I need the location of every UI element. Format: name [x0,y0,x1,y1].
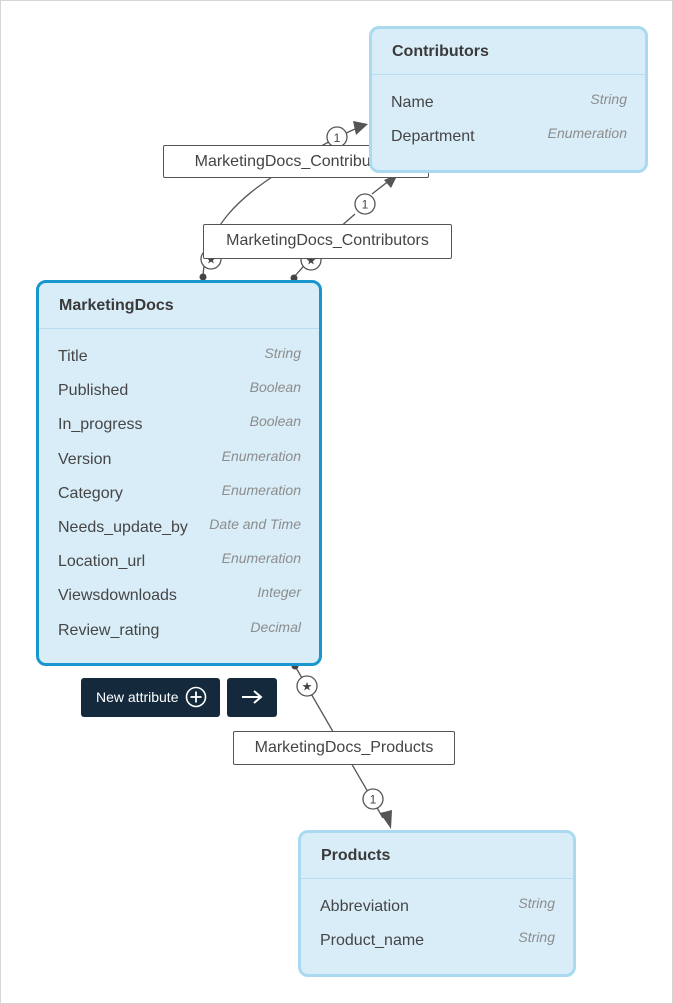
attribute-name: Product_name [320,932,425,950]
entity-contributors[interactable]: Contributors Name String Department Enum… [369,26,648,173]
attribute-type: Date and Time [209,515,301,532]
relation-label-products[interactable]: MarketingDocs_Products [233,731,455,765]
attribute-type: Boolean [249,413,301,430]
mult-to-products: 1 [370,793,377,807]
attribute-name: Needs_update_by [58,518,188,536]
mult-from-products: ★ [302,680,313,694]
attribute-type: Integer [257,584,301,601]
attribute-type: Boolean [249,379,301,396]
attribute-type: Enumeration [221,550,301,567]
entity-title: Contributors [372,29,645,75]
arrowhead-products [380,810,392,829]
attribute-type: Decimal [250,618,301,635]
attribute-name: Review_rating [58,621,160,639]
attribute-name: Name [391,94,434,111]
attribute-name: Department [391,128,475,146]
attribute-row[interactable]: Department Enumeration [372,119,645,153]
attribute-row[interactable]: Review_rating Decimal [39,613,319,647]
attribute-type: String [264,345,301,361]
attribute-type: Enumeration [547,125,627,142]
attribute-name: Category [58,484,123,502]
attribute-row[interactable]: Needs_update_by Date and Time [39,510,319,544]
attribute-name: In_progress [58,416,143,434]
attribute-row[interactable]: In_progress Boolean [39,407,319,441]
entity-title: Products [301,833,573,879]
arrow-right-icon [242,690,263,704]
attribute-type: String [518,895,555,911]
attribute-row[interactable]: Title String [39,339,319,373]
mult-to-contributors-a: 1 [334,131,341,145]
relation-label-contributors-b[interactable]: MarketingDocs_Contributors [203,224,452,259]
attribute-name: Version [58,450,112,468]
attribute-row[interactable]: Name String [372,85,645,119]
attribute-row[interactable]: Published Boolean [39,373,319,407]
attribute-type: Enumeration [221,447,301,464]
mult-from-contributors-a: ★ [206,253,217,267]
plus-circle-icon [185,686,207,711]
new-attribute-label: New attribute [96,689,179,705]
attribute-row[interactable]: Version Enumeration [39,442,319,476]
attribute-row[interactable]: Location_url Enumeration [39,544,319,578]
attribute-row[interactable]: Product_name String [301,923,573,957]
attribute-row[interactable]: Viewsdownloads Integer [39,578,319,612]
attribute-type: Enumeration [221,481,301,498]
attribute-name: Title [58,348,88,365]
entity-products[interactable]: Products Abbreviation String Product_nam… [298,830,576,977]
attribute-type: String [518,929,555,946]
attribute-row[interactable]: Category Enumeration [39,476,319,510]
attribute-name: Location_url [58,553,146,571]
mult-to-contributors-b: 1 [362,198,369,212]
attribute-row[interactable]: Abbreviation String [301,889,573,923]
attribute-name: Viewsdownloads [58,587,177,605]
attribute-name: Published [58,382,129,400]
attribute-name: Abbreviation [320,898,409,915]
arrowhead-contributors-a [353,121,368,135]
next-button[interactable] [227,678,277,717]
endpoint-dot-contributors-b [290,274,298,282]
endpoint-dot-contributors-a [199,273,207,281]
entity-title: MarketingDocs [39,283,319,329]
mult-from-contributors-b: ★ [306,254,317,268]
entity-marketing-docs[interactable]: MarketingDocs Title String Published Boo… [36,280,322,666]
new-attribute-button[interactable]: New attribute [81,678,220,717]
attribute-type: String [590,91,627,107]
